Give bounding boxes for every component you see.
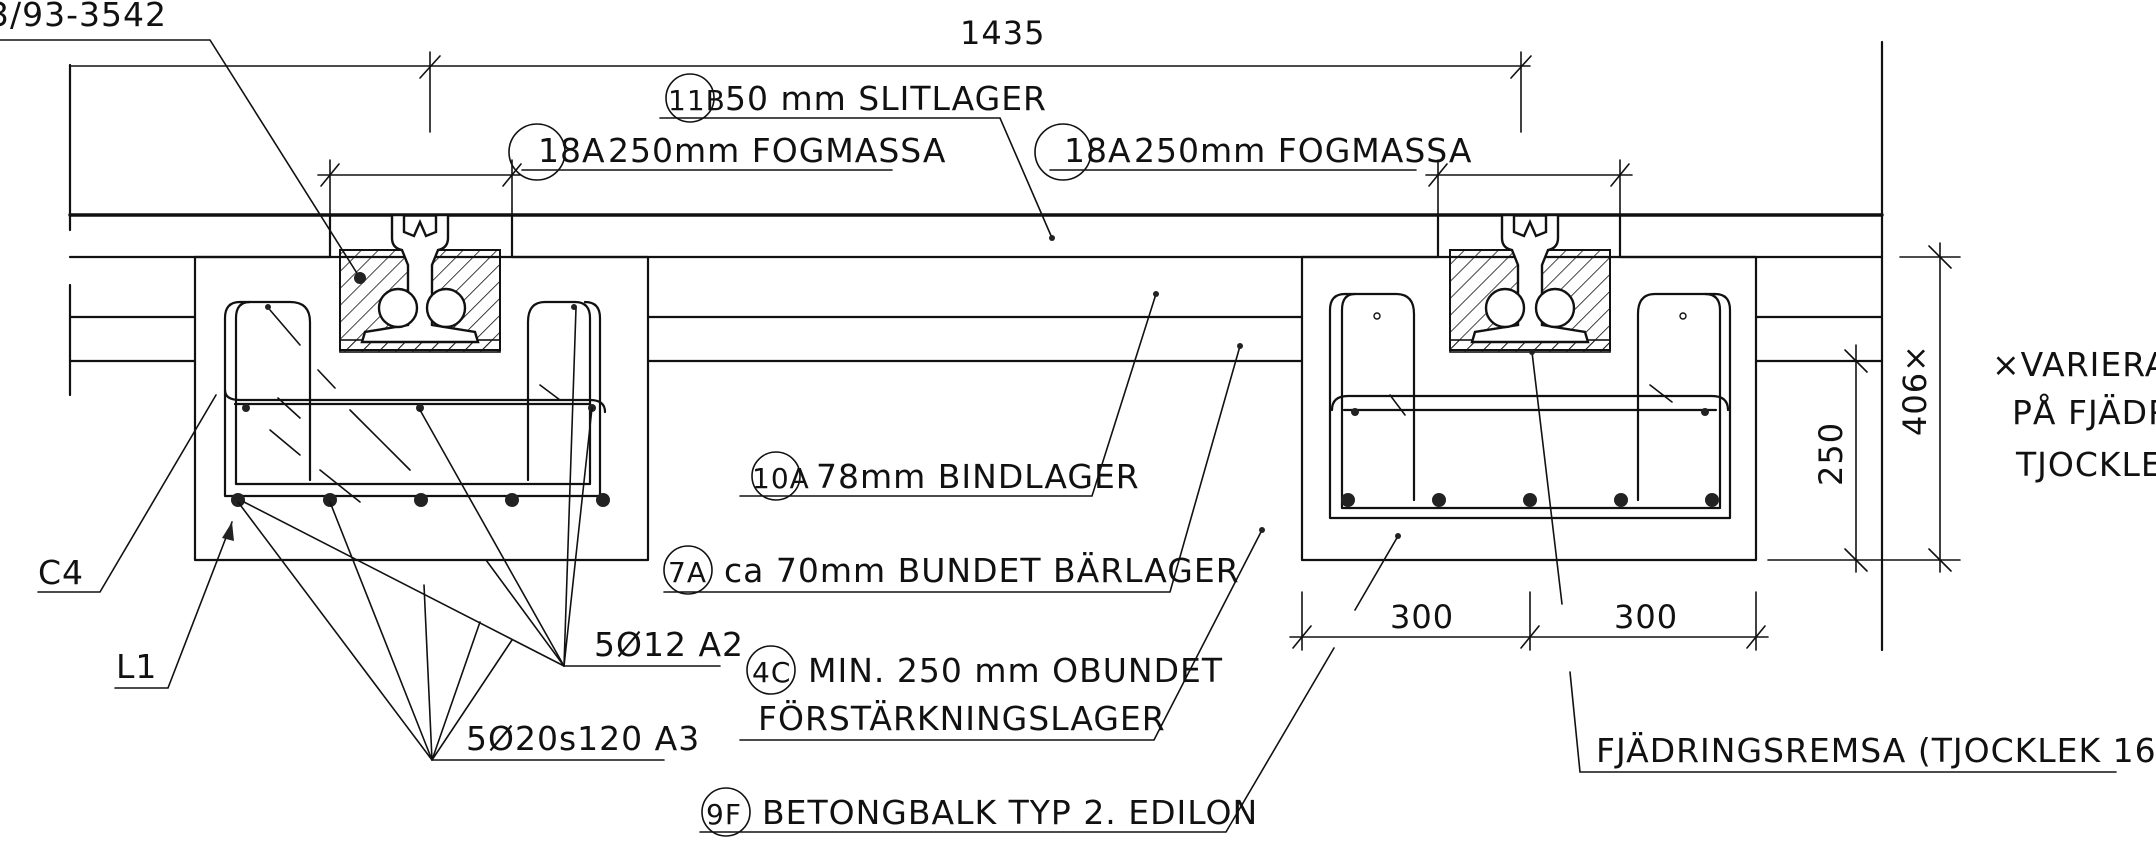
dimension-height: 250 406× — [1767, 242, 1961, 573]
tag-circle-7a — [663, 545, 713, 595]
bindlager-tag: 10A — [752, 462, 810, 495]
height-406-dimension: 406× — [1896, 344, 1934, 436]
forstarkning-label-line2: FÖRSTÄRKNINGSLAGER — [758, 698, 1166, 738]
tag-circle-18a-left — [508, 123, 566, 181]
tag-circle-4c — [746, 645, 796, 695]
fogmassa-right-label: 250mm FOGMASSA — [1134, 131, 1472, 170]
gauge-dimension: 1435 — [960, 14, 1045, 52]
rebar-top-label: 5Ø12 A2 — [594, 625, 744, 664]
fogmassa-right-tag: 18A — [1064, 131, 1132, 170]
tag-circle-11b — [665, 73, 715, 123]
dimension-fogmassa-left — [317, 159, 522, 221]
tag-circle-18a-right — [1034, 123, 1092, 181]
dimension-fogmassa-right — [1425, 159, 1633, 221]
betongbalk-tag: 9F — [706, 798, 742, 831]
bindlager-label: 78mm BINDLAGER — [816, 457, 1140, 496]
c4-label: C4 — [38, 553, 84, 592]
barlager-tag: 7A — [668, 556, 707, 589]
slitlager-label: 50 mm SLITLAGER — [725, 79, 1047, 118]
betongbalk-label: BETONGBALK TYP 2. EDILON — [762, 793, 1258, 832]
rebar-bottom-label: 5Ø20s120 A3 — [466, 719, 700, 758]
concrete-beam-left — [193, 213, 650, 562]
fjadringsremsa-label: FJÄDRINGSREMSA (TJOCKLEK 16mm) — [1596, 731, 2156, 770]
callout-circles — [508, 73, 1092, 837]
tag-circle-10a — [751, 451, 801, 501]
concrete-beam-right — [1300, 213, 1758, 562]
rail-left — [360, 213, 480, 344]
dimension-width-300: 300 300 — [1289, 591, 1769, 651]
leader-lines — [0, 39, 2117, 833]
height-250-dimension: 250 — [1812, 422, 1850, 486]
l1-label: L1 — [116, 647, 157, 686]
barlager-label: ca 70mm BUNDET BÄRLAGER — [724, 551, 1240, 590]
forstarkning-label-line1: MIN. 250 mm OBUNDET — [808, 651, 1223, 690]
note-varierar: ×VARIERAR — [1992, 345, 2156, 384]
forstarkning-tag: 4C — [752, 656, 791, 689]
width-left-dimension: 300 — [1390, 598, 1454, 636]
note-fjadr: PÅ FJÄDR — [2012, 392, 2156, 432]
slitlager-tag: 11B — [668, 84, 726, 117]
note-tjocklek: TJOCKLEK — [2015, 445, 2156, 484]
width-right-dimension: 300 — [1614, 598, 1678, 636]
top-reference-label: 3/93-3542 — [0, 0, 167, 34]
tag-circle-9f — [701, 787, 751, 837]
fogmassa-left-label: 250mm FOGMASSA — [608, 131, 946, 170]
rail-right — [1470, 213, 1590, 344]
fogmassa-left-tag: 18A — [538, 131, 606, 170]
dimension-gauge: 1435 — [69, 14, 1532, 133]
